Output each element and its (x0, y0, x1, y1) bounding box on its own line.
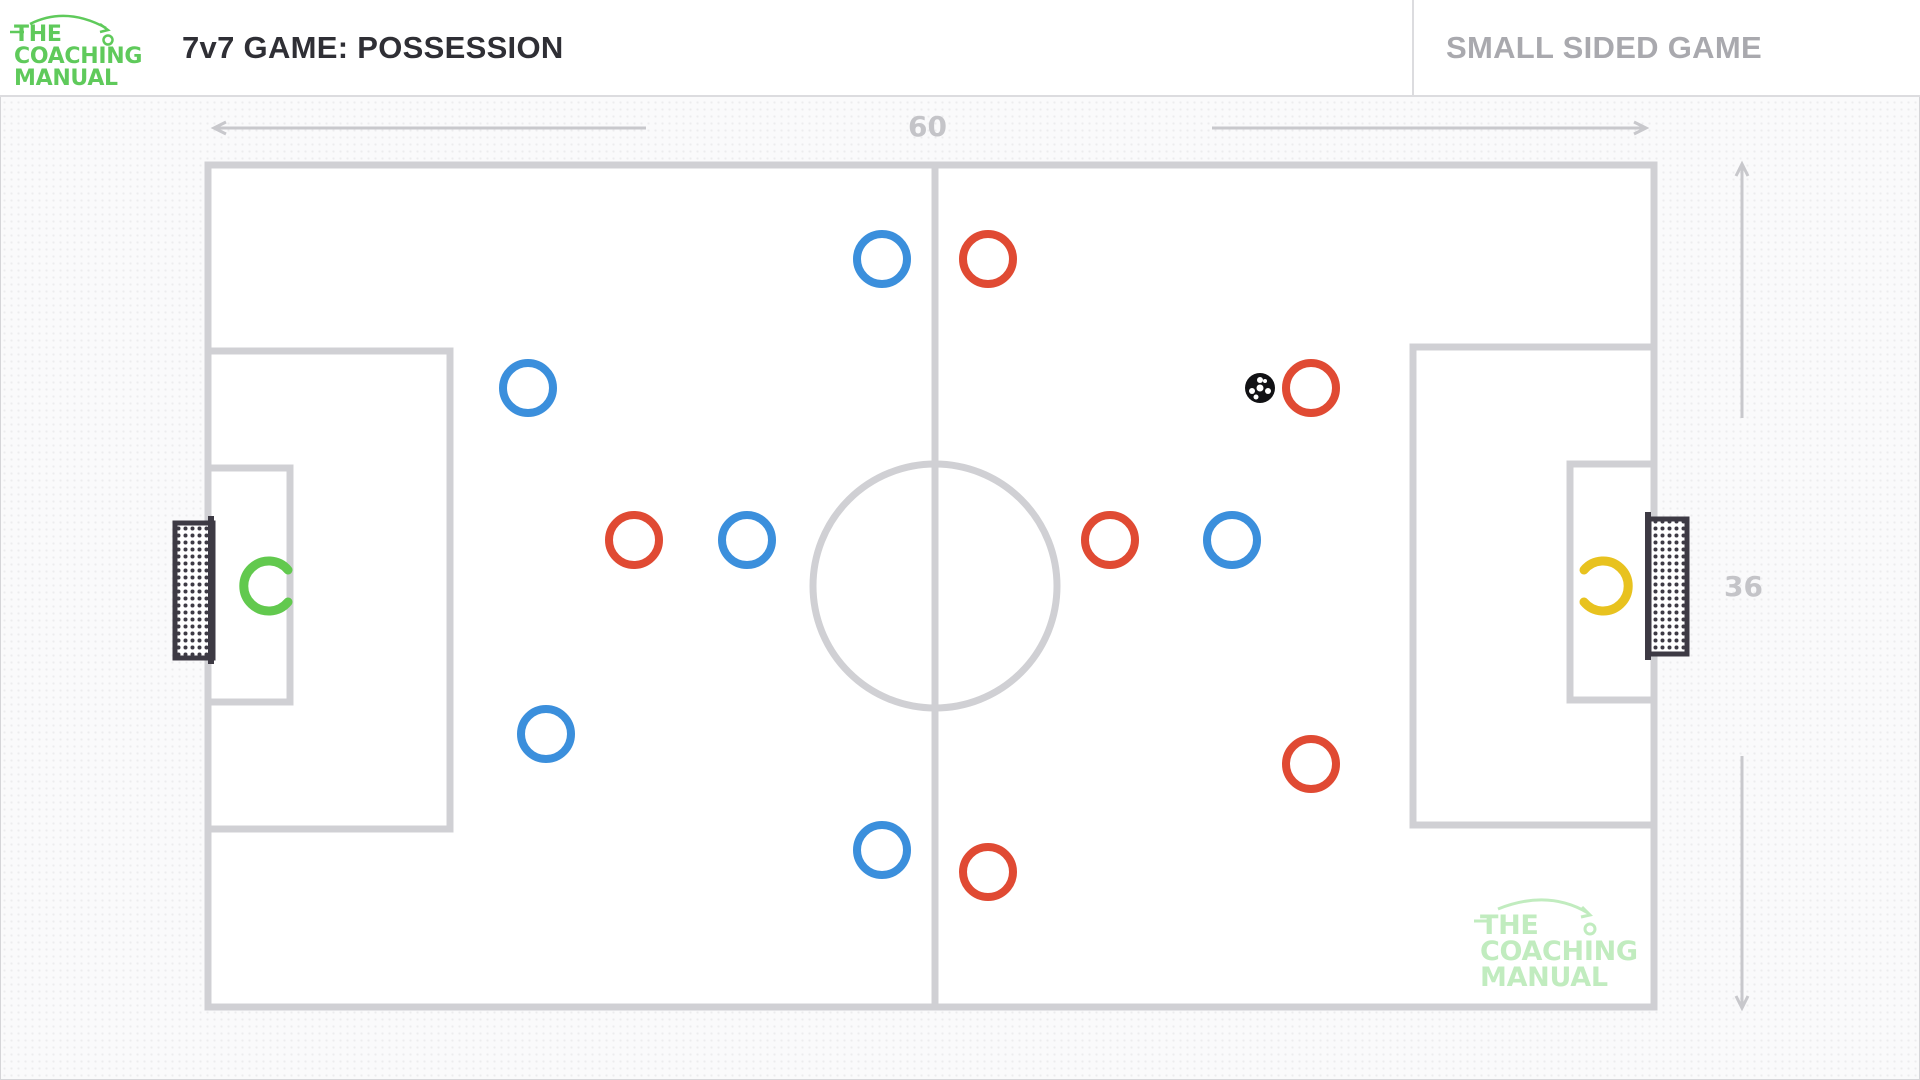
pitch-length-label: 60 (908, 110, 947, 143)
blue-player (853, 821, 911, 879)
watermark-line-1: THE (1480, 910, 1539, 941)
pitch-markings (204, 161, 1658, 1011)
red-player (1282, 359, 1340, 417)
pitch-width-label: 36 (1724, 570, 1763, 603)
category-label: SMALL SIDED GAME (1446, 30, 1762, 65)
watermark-arrow-icon (1474, 898, 1597, 936)
blue-player (853, 230, 911, 288)
logo-arrow-icon (10, 14, 114, 46)
blue-player (517, 705, 575, 763)
center-circle (809, 460, 1061, 712)
logo-line-1: THE (14, 22, 62, 47)
blue-player (499, 359, 557, 417)
logo-line-2: COACHING (14, 44, 143, 69)
blue-player (1203, 511, 1261, 569)
watermark-line-3: MANUAL (1480, 962, 1608, 993)
logo-line-3: MANUAL (14, 66, 118, 91)
right-goal-net-icon (1645, 512, 1690, 660)
red-player (959, 230, 1017, 288)
header-divider (1412, 0, 1414, 95)
page-title: 7v7 GAME: POSSESSION (182, 30, 564, 65)
red-player (605, 511, 663, 569)
left-goal-net-icon (172, 516, 216, 664)
width-dimension-arrow (1734, 160, 1750, 1012)
length-dimension-arrow (210, 120, 1650, 136)
header-bar: THE COACHING MANUAL 7v7 GAME: POSSESSION… (0, 0, 1920, 97)
goalkeeper-green (239, 556, 293, 616)
blue-player (718, 511, 776, 569)
goalkeeper-yellow (1579, 556, 1633, 616)
red-player (959, 843, 1017, 901)
red-player (1282, 735, 1340, 793)
pitch-boundary (204, 161, 1658, 1011)
watermark-logo: THE COACHING MANUAL (1470, 895, 1650, 995)
soccer-ball-icon (1245, 373, 1275, 403)
red-player (1081, 511, 1139, 569)
coaching-manual-logo: THE COACHING MANUAL (8, 10, 156, 94)
watermark-line-2: COACHING (1480, 936, 1638, 967)
